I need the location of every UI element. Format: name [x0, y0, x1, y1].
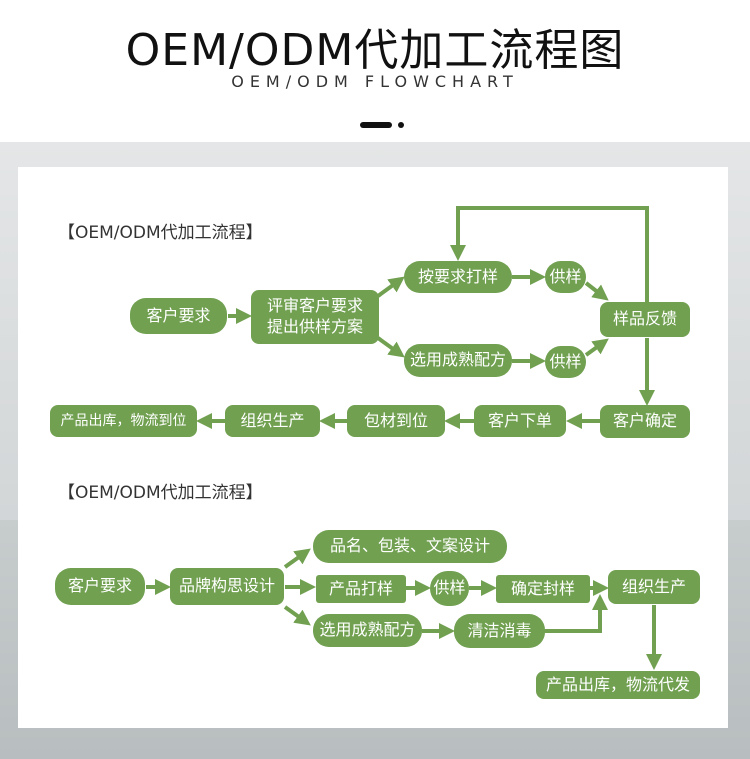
arrow-2-4 — [283, 605, 311, 626]
arrow-feedback-loop — [450, 206, 649, 302]
arrow-1-6 — [584, 281, 609, 301]
section-heading-2: 【OEM/ODM代加工流程】 — [58, 483, 263, 503]
node2-sample: 产品打样 — [316, 575, 406, 603]
node-order: 客户下单 — [474, 405, 566, 437]
node-review-line2: 提出供样方案 — [266, 317, 363, 336]
node-review: 评审客户要求提出供样方案 — [251, 290, 379, 344]
arrow-1-7 — [584, 338, 609, 357]
node-ship: 产品出库，物流到位 — [50, 405, 197, 437]
node2-formula: 选用成熟配方 — [313, 614, 422, 647]
node-production: 组织生产 — [225, 405, 320, 437]
node2-seal: 确定封样 — [496, 575, 590, 603]
title-divider — [360, 122, 392, 128]
node2-request: 客户要求 — [55, 568, 145, 605]
section-heading-1: 【OEM/ODM代加工流程】 — [58, 223, 263, 243]
node-confirm: 客户确定 — [600, 405, 690, 438]
node2-production: 组织生产 — [608, 570, 700, 604]
node-request: 客户要求 — [130, 298, 227, 334]
arrow-1-2 — [376, 276, 405, 298]
page-title: OEM/ODM代加工流程图 — [125, 25, 625, 76]
node-formula: 选用成熟配方 — [404, 344, 512, 377]
node2-clean: 清洁消毒 — [454, 614, 545, 648]
node-packaging: 包材到位 — [347, 405, 445, 437]
node-supply-top: 供样 — [545, 261, 586, 293]
page-subtitle: OEM/ODM FLOWCHART — [231, 72, 519, 91]
arrow-2-2 — [283, 548, 311, 569]
title-divider-dot — [398, 122, 404, 128]
node-supply-bottom: 供样 — [545, 346, 586, 378]
node-review-line1: 评审客户要求 — [266, 296, 363, 316]
node2-supply: 供样 — [430, 571, 469, 606]
arrow-2-9 — [545, 594, 608, 633]
node2-design: 品名、包装、文案设计 — [313, 530, 507, 563]
node2-brand: 品牌构思设计 — [170, 568, 284, 605]
node-feedback: 样品反馈 — [600, 302, 690, 337]
node2-ship: 产品出库，物流代发 — [536, 671, 700, 699]
arrow-1-3 — [376, 336, 405, 358]
node-sample-custom: 按要求打样 — [404, 261, 512, 293]
